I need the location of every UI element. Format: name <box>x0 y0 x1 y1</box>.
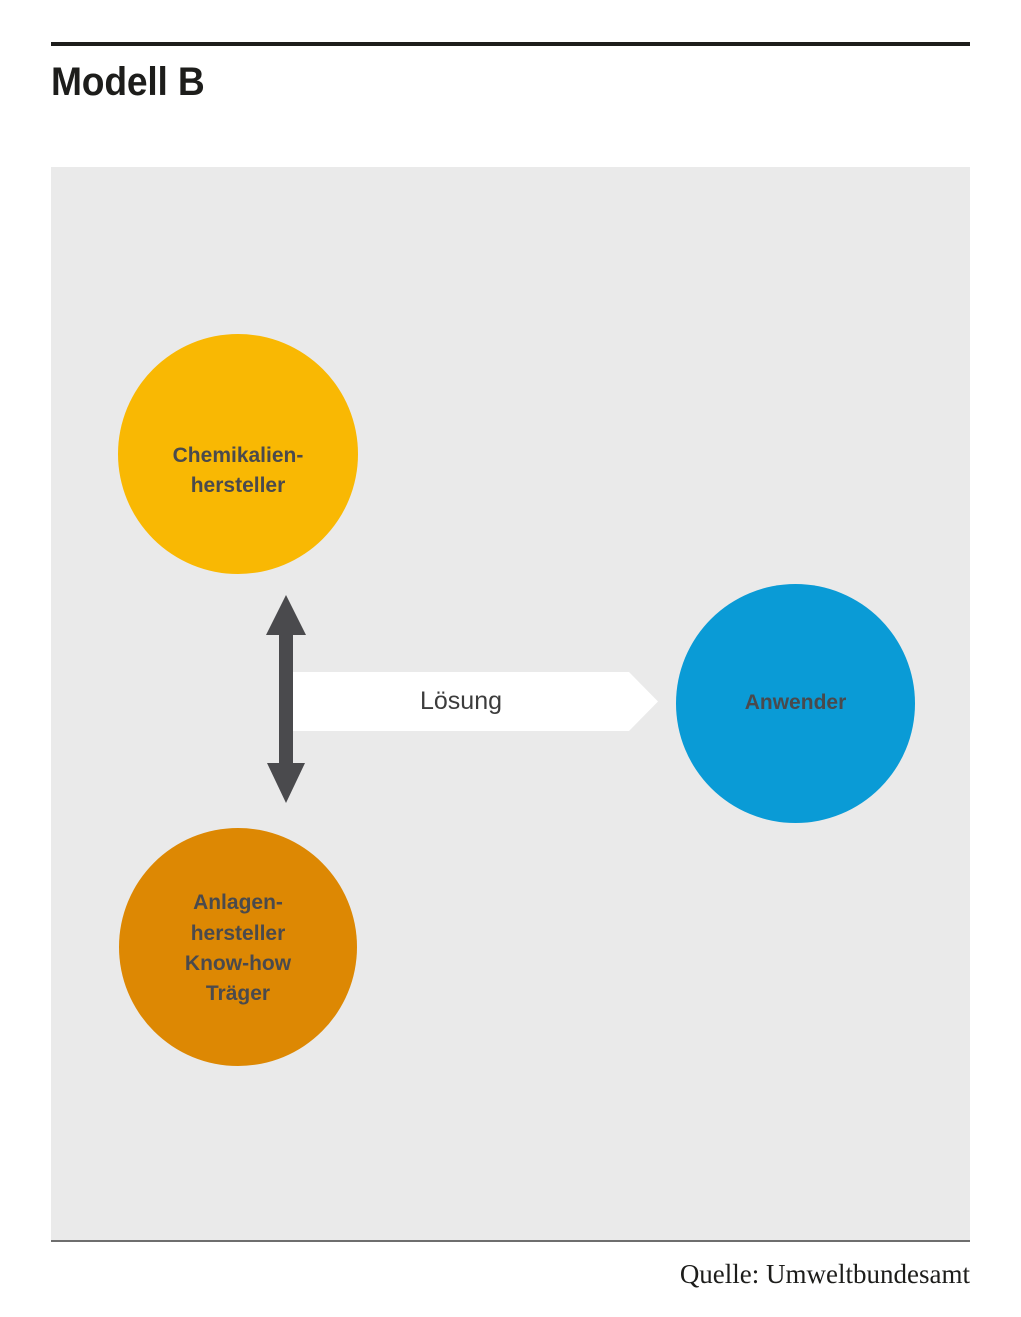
header-rule <box>51 42 970 46</box>
footer-rule <box>51 1240 970 1242</box>
solution-arrow-label: Lösung <box>419 687 503 715</box>
source-note: Quelle: Umweltbundesamt <box>679 1259 970 1289</box>
node-chemikalienhersteller[interactable]: Chemikalien- hersteller <box>118 334 358 574</box>
vertical-double-arrow-icon <box>266 595 306 803</box>
page-title: Modell B <box>51 60 205 104</box>
node-anwender-label: Anwender <box>744 691 847 715</box>
node-anlagenhersteller-label: Anlagen- hersteller Know-how Träger <box>184 891 292 1006</box>
solution-arrow-connector: Lösung <box>293 672 658 731</box>
node-anlagenhersteller[interactable]: Anlagen- hersteller Know-how Träger <box>119 828 357 1066</box>
node-chemikalienhersteller-label: Chemikalien- hersteller <box>172 443 304 497</box>
node-anwender[interactable]: Anwender <box>676 584 915 823</box>
diagram-panel: Chemikalien- hersteller Anlagen- herstel… <box>51 167 970 1240</box>
